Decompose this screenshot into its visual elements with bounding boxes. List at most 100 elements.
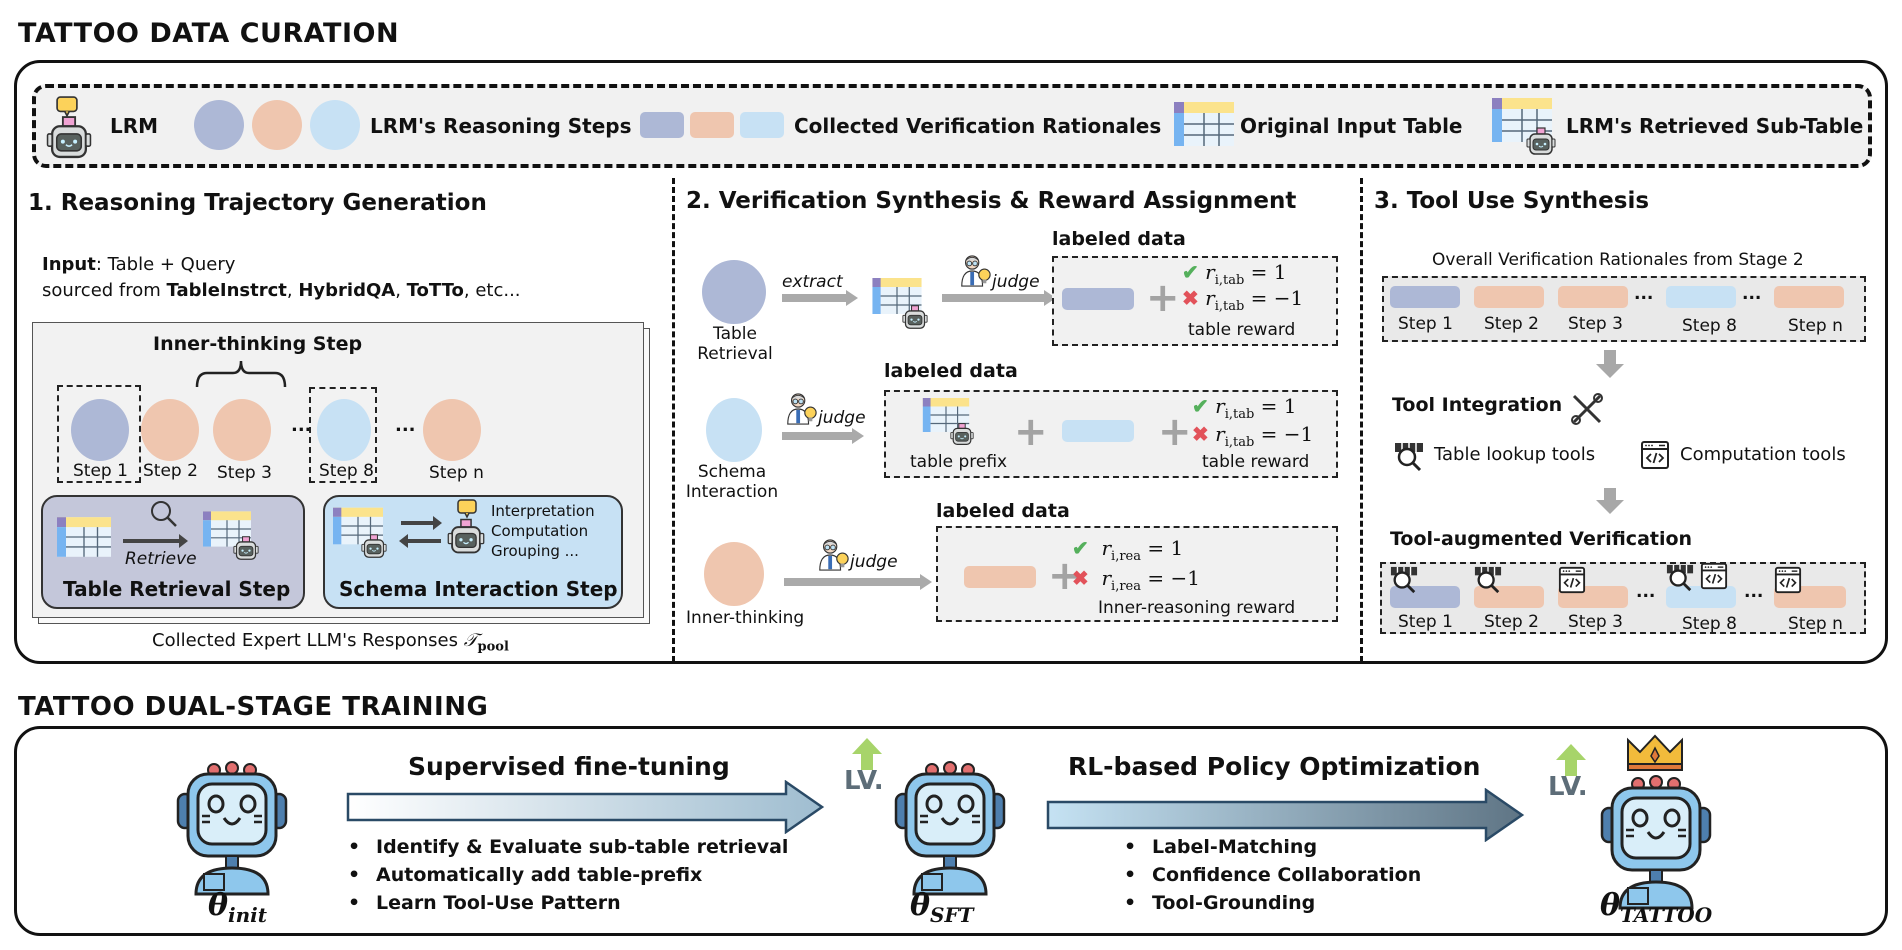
curation-frame — [14, 60, 1888, 664]
aug-ellipsis-2: ... — [1744, 582, 1764, 602]
aug-ellipsis-1: ... — [1636, 582, 1656, 602]
table-reward-label-2: table reward — [1202, 452, 1310, 472]
table-lookup-icon — [1666, 564, 1694, 592]
rationale-pill-light — [1062, 420, 1134, 442]
judge-icon — [784, 392, 818, 426]
schema-table-robot-icon — [333, 507, 395, 563]
theta-init: θinit — [208, 888, 267, 927]
sft-bullet-2: Automatically add table-prefix — [348, 864, 788, 886]
schema-arrowhead-left — [399, 534, 408, 548]
legend-pill-blue — [640, 112, 684, 138]
level-label-sft: LV. — [844, 766, 884, 796]
rl-bullet-2: Confidence Collaboration — [1124, 864, 1421, 886]
level-up-arrow-icon — [852, 738, 882, 770]
robot-sft-icon — [890, 756, 1010, 896]
extract-arrowhead — [846, 290, 858, 306]
inner-reasoning-reward-label: Inner-reasoning reward — [1098, 598, 1296, 618]
legend-bar: LRM LRM's Reasoning Steps Collected Veri… — [32, 84, 1872, 168]
table-retrieval-step-box: Retrieve Table Retrieval Step — [41, 495, 305, 609]
sft-bullets: Identify & Evaluate sub-table retrieval … — [348, 836, 788, 920]
input-table-icon — [57, 515, 111, 559]
aug-step-2: Step 2 — [1484, 612, 1539, 632]
step2-circle — [141, 399, 199, 461]
tool-augmented-box: ... ... Step 1 Step 2 Step 3 Step 8 Step… — [1380, 562, 1866, 634]
judge-label-2: judge — [818, 408, 866, 428]
legend-subtable-label: LRM's Retrieved Sub-Table — [1566, 114, 1864, 138]
level-label-tattoo: LV. — [1548, 772, 1588, 802]
step3-label: Step 3 — [217, 463, 272, 483]
aug-step-8: Step 8 — [1682, 614, 1737, 634]
overall-ellipsis-2: ... — [1742, 284, 1762, 304]
plus-icon: + — [1048, 553, 1082, 599]
judge-label-3: judge — [850, 552, 898, 572]
responses-card: Inner-thinking Step Step 1 Step 2 Step 3… — [32, 322, 644, 618]
judge-arrow-1 — [942, 294, 1044, 302]
responses-caption: Collected Expert LLM's Responses 𝒯pool — [152, 630, 509, 655]
table-prefix-label: table prefix — [910, 452, 1008, 472]
labeled-data-box-2: table prefix + + ✔ ri,tab = 1 ✖ ri,tab =… — [884, 390, 1338, 478]
step3-circle — [213, 399, 271, 461]
section-divider-2 — [1360, 178, 1363, 662]
caption-text: Collected Expert LLM's Responses — [152, 630, 458, 651]
schema-arrow-right — [401, 521, 435, 525]
op-computation: Computation — [491, 522, 589, 540]
training-frame — [14, 726, 1888, 936]
rationale-pill-orange — [964, 566, 1036, 588]
sft-bullet-3: Learn Tool-Use Pattern — [348, 892, 788, 914]
legend-circle-blue — [194, 100, 244, 150]
schema-ops-list: Interpretation Computation Grouping ... — [491, 501, 595, 561]
computation-tool-icon — [1774, 566, 1802, 594]
input-label: Input — [42, 254, 96, 275]
table-reward-label-1: table reward — [1188, 320, 1296, 340]
step1-dashed-box — [57, 385, 141, 483]
magnifier-icon — [151, 501, 177, 527]
overall-step-8: Step 8 — [1682, 316, 1737, 336]
table-retrieval-circle — [702, 260, 766, 324]
schema-lrm-icon — [447, 499, 487, 559]
overall-step-2: Step 2 — [1484, 314, 1539, 334]
sourced-prefix: sourced from — [42, 280, 167, 301]
tool-integration-label: Tool Integration — [1392, 394, 1563, 416]
lrm-robot-icon — [44, 96, 94, 156]
reward-positive-2: ✔ ri,tab = 1 — [1192, 394, 1297, 422]
check-icon: ✔ — [1182, 260, 1199, 284]
stepn-label: Step n — [429, 463, 484, 483]
cross-icon: ✖ — [1192, 422, 1209, 446]
down-arrow-2-stem — [1604, 488, 1616, 502]
reward-negative-1: ✖ ri,tab = −1 — [1182, 286, 1304, 314]
step8-circle — [317, 399, 371, 461]
section1-sources: sourced from TableInstrct, HybridQA, ToT… — [42, 280, 521, 301]
retrieve-arrowhead — [179, 534, 188, 548]
legend-pill-orange — [690, 112, 734, 138]
overall-rationales-box: ... ... Step 1 Step 2 Step 3 Step 8 Step… — [1382, 276, 1866, 342]
legend-rationales-label: Collected Verification Rationales — [794, 114, 1162, 138]
op-interpretation: Interpretation — [491, 502, 595, 520]
judge-icon — [816, 538, 850, 572]
overall-pill-n — [1774, 286, 1844, 308]
overall-ellipsis-1: ... — [1634, 284, 1654, 304]
labeled-data-3: labeled data — [936, 500, 1070, 522]
section1-input: Input: Table + Query — [42, 254, 235, 275]
brace-icon — [195, 360, 287, 388]
down-arrow-1 — [1596, 364, 1624, 378]
rl-bullets: Label-Matching Confidence Collaboration … — [1124, 836, 1421, 920]
reward-positive-1: ✔ ri,tab = 1 — [1182, 260, 1287, 288]
aug-pill-8 — [1666, 586, 1736, 608]
rationale-pill-blue — [1062, 288, 1134, 310]
table-retrieval-source: Table Retrieval — [697, 324, 773, 364]
ellipsis-1: ... — [291, 415, 312, 436]
step2-label: Step 2 — [143, 461, 198, 481]
overall-step-3: Step 3 — [1568, 314, 1623, 334]
computation-tool-icon — [1640, 440, 1670, 470]
legend-original-table-label: Original Input Table — [1240, 114, 1463, 138]
legend-circle-light — [310, 100, 360, 150]
table-retrieval-step-label: Table Retrieval Step — [63, 577, 291, 601]
stepn-circle — [423, 399, 481, 461]
caption-symbol: 𝒯 — [463, 630, 478, 651]
source-tableinstruct: TableInstrct — [166, 280, 287, 301]
curation-title: TATTOO DATA CURATION — [18, 18, 400, 49]
table-lookup-icon — [1394, 442, 1424, 472]
judge-label-1: judge — [992, 272, 1040, 292]
schema-arrow-left — [407, 539, 441, 543]
extract-label: extract — [782, 272, 843, 292]
